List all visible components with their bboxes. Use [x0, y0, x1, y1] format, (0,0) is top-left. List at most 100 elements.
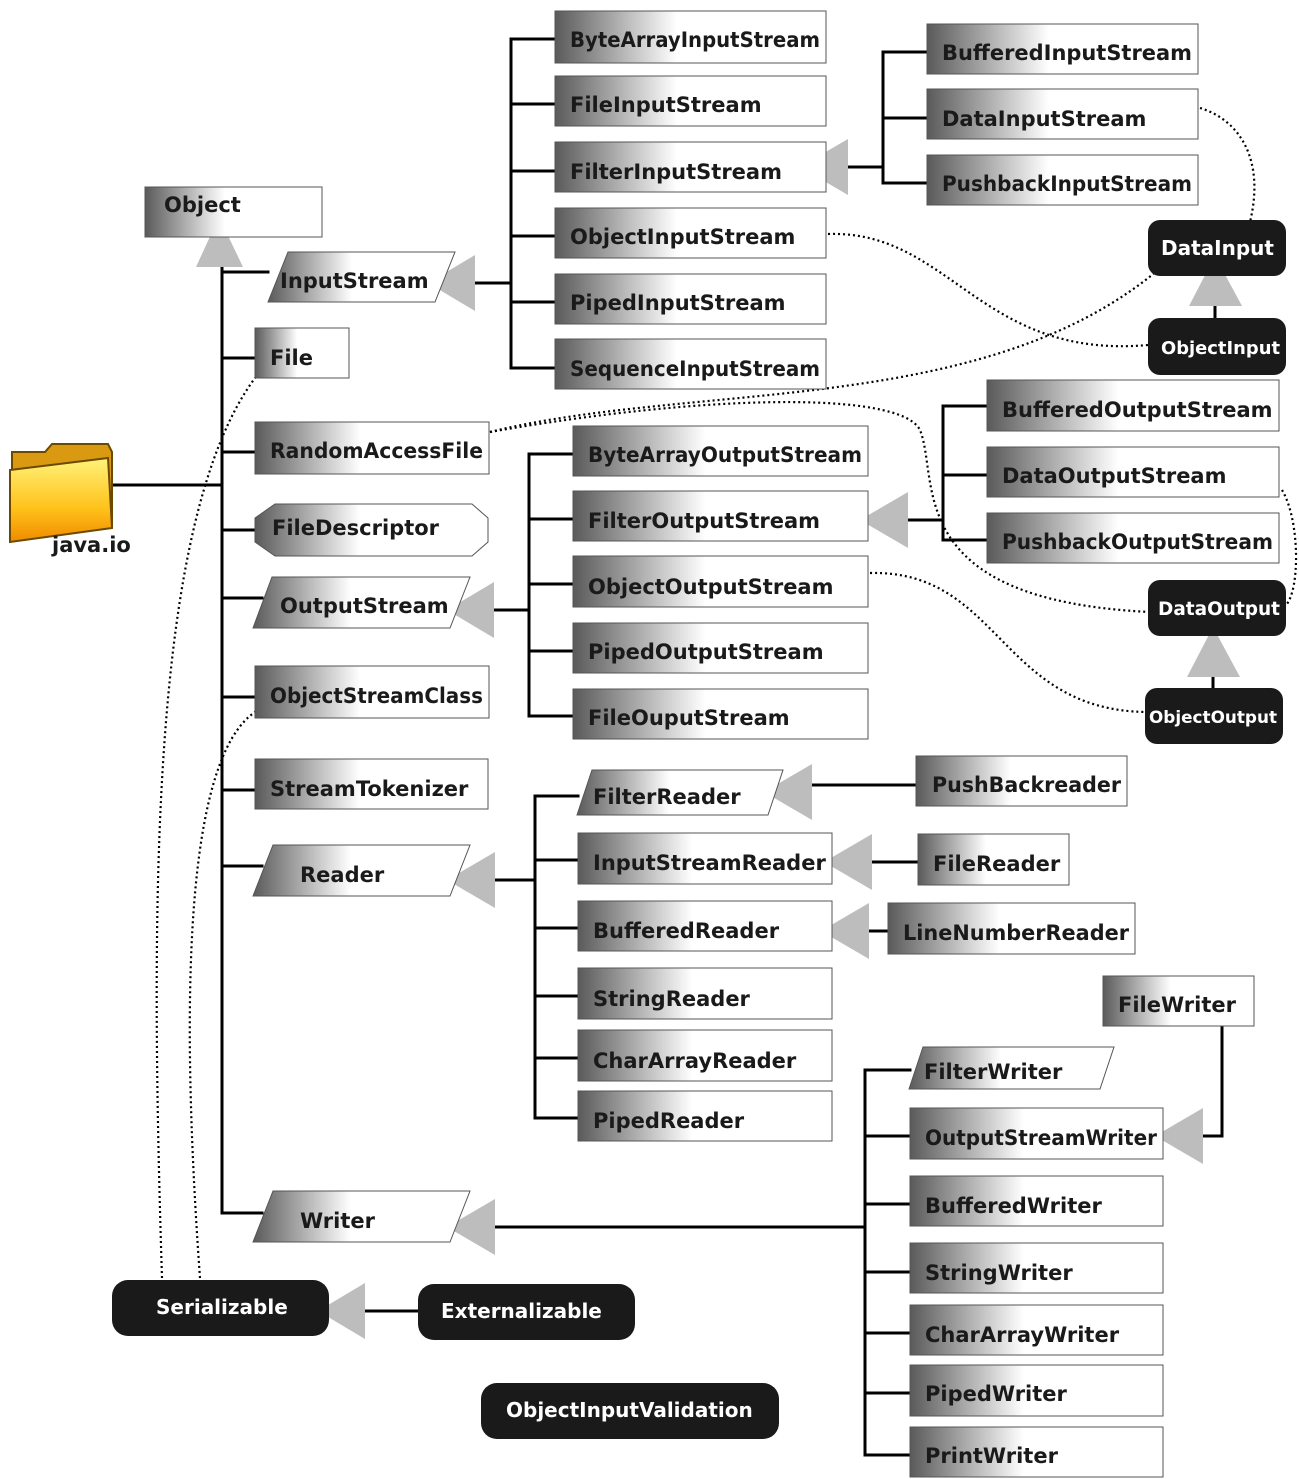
class-streamtokenizer[interactable]: StreamTokenizer: [254, 758, 489, 810]
class-stringreader[interactable]: StringReader: [577, 967, 833, 1020]
class-filterinputstream-box: [554, 141, 827, 193]
class-reader-box: [252, 844, 471, 897]
class-chararraywriter[interactable]: CharArrayWriter: [909, 1304, 1164, 1356]
class-filterwriter[interactable]: FilterWriter: [908, 1046, 1115, 1090]
class-objectinputstream[interactable]: ObjectInputStream: [554, 207, 827, 259]
interface-serializable[interactable]: Serializable: [112, 1280, 329, 1336]
class-pipedinputstream[interactable]: PipedInputStream: [554, 273, 827, 325]
class-inputstream[interactable]: InputStream: [267, 251, 456, 303]
class-fileouputstream-box: [572, 688, 869, 740]
class-pushbackoutputstream[interactable]: PushbackOutputStream: [986, 512, 1280, 564]
class-outputstream-box: [252, 576, 471, 629]
interface-objectinputvalidation-label: ObjectInputValidation: [506, 1398, 753, 1422]
class-filterwriter-box: [908, 1046, 1115, 1090]
class-bufferedinputstream[interactable]: BufferedInputStream: [926, 23, 1199, 75]
class-stringreader-box: [577, 967, 833, 1020]
class-linenumberreader[interactable]: LineNumberReader: [887, 902, 1136, 955]
class-inputstreamreader-label: InputStreamReader: [593, 851, 826, 875]
interface-datainput[interactable]: DataInput: [1148, 220, 1286, 276]
class-inputstreamreader[interactable]: InputStreamReader: [577, 832, 833, 885]
class-file[interactable]: File: [254, 327, 350, 379]
class-datainputstream[interactable]: DataInputStream: [926, 88, 1199, 140]
class-bufferedreader[interactable]: BufferedReader: [577, 900, 833, 952]
class-object[interactable]: Object: [144, 186, 323, 238]
inheritance-arrows: [196, 139, 1242, 1339]
class-randomaccessfile[interactable]: RandomAccessFile: [254, 421, 490, 475]
interface-objectinput-box: [1148, 318, 1286, 375]
class-outputstreamwriter[interactable]: OutputStreamWriter: [909, 1107, 1164, 1160]
class-fileinputstream[interactable]: FileInputStream: [554, 75, 827, 127]
class-outputstream-label: OutputStream: [280, 594, 449, 618]
class-writer[interactable]: Writer: [252, 1190, 471, 1243]
interface-objectinputvalidation-box: [481, 1383, 779, 1439]
class-pipedreader[interactable]: PipedReader: [577, 1090, 833, 1142]
class-filteroutputstream[interactable]: FilterOutputStream: [572, 490, 869, 542]
class-filedescriptor-box: [254, 503, 489, 557]
class-pipedwriter[interactable]: PipedWriter: [909, 1364, 1164, 1417]
class-writer-label: Writer: [300, 1209, 376, 1233]
class-bytearrayoutputstream[interactable]: ByteArrayOutputStream: [572, 425, 869, 477]
class-bufferedwriter[interactable]: BufferedWriter: [909, 1175, 1164, 1227]
class-stringwriter[interactable]: StringWriter: [909, 1242, 1164, 1294]
class-filereader[interactable]: FileReader: [917, 833, 1070, 886]
class-reader[interactable]: Reader: [252, 844, 471, 897]
class-bufferedoutputstream[interactable]: BufferedOutputStream: [986, 379, 1280, 432]
class-bufferedwriter-label: BufferedWriter: [925, 1194, 1102, 1218]
class-bytearrayoutputstream-label: ByteArrayOutputStream: [588, 443, 862, 467]
interface-objectoutput-label: ObjectOutput: [1149, 708, 1277, 728]
class-filterreader[interactable]: FilterReader: [576, 769, 784, 816]
interface-externalizable[interactable]: Externalizable: [418, 1284, 635, 1340]
class-printwriter[interactable]: PrintWriter: [909, 1426, 1164, 1478]
class-objectoutputstream[interactable]: ObjectOutputStream: [572, 555, 869, 608]
dotted-line-randomaccessfile-datainput: [489, 254, 1176, 434]
interface-datainput-label: DataInput: [1161, 236, 1274, 260]
class-printwriter-label: PrintWriter: [925, 1444, 1059, 1468]
folder-icon: [9, 443, 114, 544]
dotted-line-dataoutputstream-dataoutput: [1281, 489, 1298, 606]
interface-objectinput[interactable]: ObjectInput: [1148, 318, 1286, 375]
class-bytearrayinputstream-box: [554, 10, 827, 64]
package-java-io[interactable]: java.io: [9, 443, 131, 557]
class-writer-box: [252, 1190, 471, 1243]
class-filterinputstream-label: FilterInputStream: [570, 160, 782, 184]
interface-objectinputvalidation[interactable]: ObjectInputValidation: [481, 1383, 779, 1439]
class-bufferedoutputstream-label: BufferedOutputStream: [1002, 398, 1273, 422]
class-fileouputstream[interactable]: FileOuputStream: [572, 688, 869, 740]
dotted-line-objectoutputstream-objectoutput: [869, 571, 1147, 714]
class-inputstream-label: InputStream: [280, 269, 429, 293]
class-bytearrayoutputstream-box: [572, 425, 869, 477]
arrow-bufferedreader: [821, 903, 869, 959]
class-chararrayreader[interactable]: CharArrayReader: [577, 1029, 833, 1082]
class-randomaccessfile-box: [254, 421, 490, 475]
class-dataoutputstream[interactable]: DataOutputStream: [986, 446, 1280, 498]
dotted-line-datainputstream-datainput: [1199, 106, 1256, 223]
class-pushbackoutputstream-label: PushbackOutputStream: [1002, 530, 1273, 554]
interface-dataoutput[interactable]: DataOutput: [1148, 580, 1286, 636]
class-fileinputstream-label: FileInputStream: [570, 93, 762, 117]
arrow-reader: [447, 852, 495, 908]
class-sequenceinputstream-box: [554, 338, 827, 390]
class-objectstreamclass[interactable]: ObjectStreamClass: [254, 665, 490, 719]
class-bufferedoutputstream-box: [986, 379, 1280, 432]
class-filterreader-box: [576, 769, 784, 816]
class-pipedoutputstream[interactable]: PipedOutputStream: [572, 622, 869, 674]
class-pipedwriter-box: [909, 1364, 1164, 1417]
arrow-outputstreamwriter: [1155, 1108, 1203, 1164]
class-datainputstream-label: DataInputStream: [942, 107, 1146, 131]
class-filedescriptor[interactable]: FileDescriptor: [254, 503, 489, 557]
class-linenumberreader-box: [887, 902, 1136, 955]
class-filewriter[interactable]: FileWriter: [1102, 975, 1255, 1027]
interface-dataoutput-label: DataOutput: [1158, 598, 1280, 620]
class-dataoutputstream-box: [986, 446, 1280, 498]
interface-dataoutput-box: [1148, 580, 1286, 636]
interface-objectoutput[interactable]: ObjectOutput: [1145, 688, 1283, 744]
class-bufferedwriter-box: [909, 1175, 1164, 1227]
class-object-label: Object: [164, 193, 241, 217]
class-pushbackreader[interactable]: PushBackreader: [915, 755, 1128, 807]
class-filereader-box: [917, 833, 1070, 886]
class-outputstream[interactable]: OutputStream: [252, 576, 471, 629]
class-bytearrayinputstream[interactable]: ByteArrayInputStream: [554, 10, 827, 64]
class-filterinputstream[interactable]: FilterInputStream: [554, 141, 827, 193]
class-pushbackinputstream[interactable]: PushbackInputStream: [926, 154, 1199, 206]
class-sequenceinputstream[interactable]: SequenceInputStream: [554, 338, 827, 390]
